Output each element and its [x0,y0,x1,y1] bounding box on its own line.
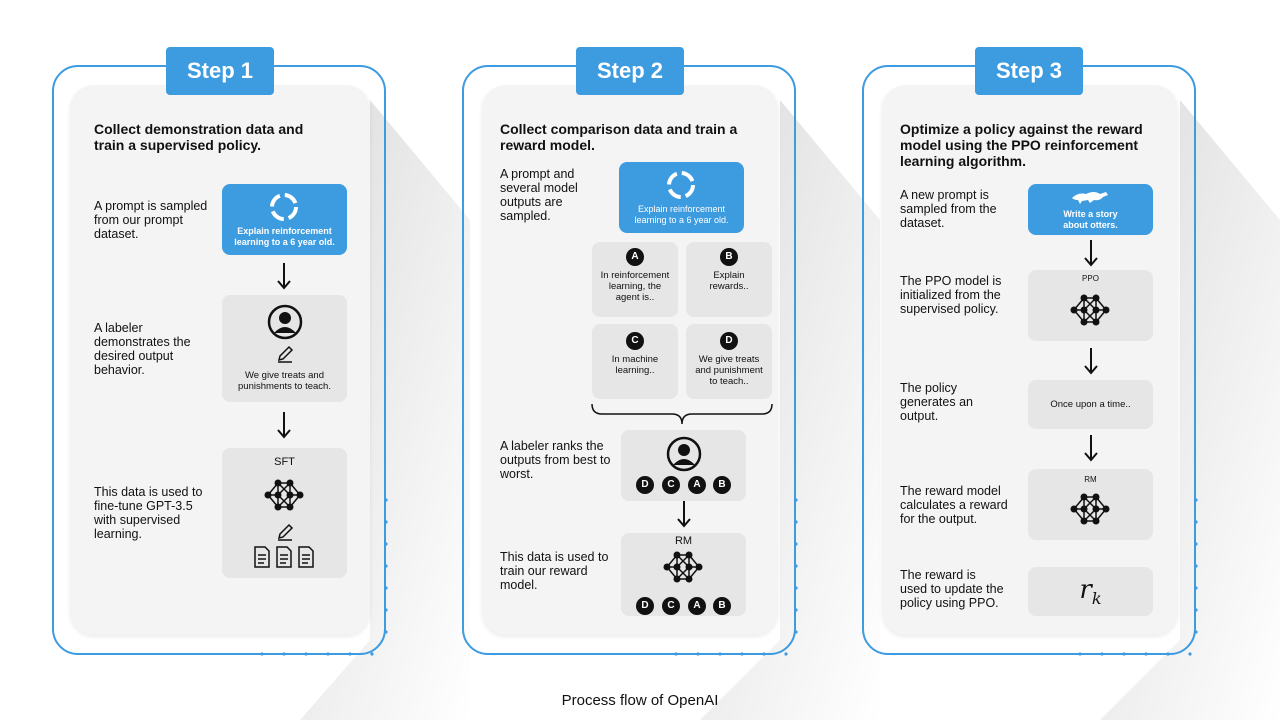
output-box-b: B Explain rewards.. [686,242,772,317]
arrow-down-icon [1084,348,1098,375]
neural-network-icon [1070,493,1110,525]
neural-network-icon [1070,294,1110,326]
reward-k: k [1091,589,1102,609]
step3-row2-desc: The PPO model is initialized from the su… [900,274,1002,316]
rm-label: RM [1084,475,1097,484]
step2-prompt-box: Explain reinforcement learning to a 6 ye… [619,162,744,233]
step2-tab: Step 2 [576,47,684,95]
badge-b: B [720,248,738,266]
rank-badge-2: C [662,476,680,494]
documents-icon [254,546,314,568]
step3-tab: Step 3 [975,47,1083,95]
arrow-down-icon [1084,240,1098,267]
arrow-down-icon [1084,435,1098,462]
step3-card [882,85,1178,635]
neural-network-icon [663,551,703,583]
person-icon [666,436,702,472]
step2-rank-box: D C A B [621,430,746,501]
output-b-text: Explain rewards.. [709,270,749,292]
badge-d: D [720,332,738,350]
rm-badge-2: C [662,597,680,615]
figure-caption: Process flow of OpenAI [561,692,719,709]
ppo-label: PPO [1082,274,1099,283]
step1-row1-desc: A prompt is sampled from our prompt data… [94,199,208,241]
step3-output-box: Once upon a time.. [1028,380,1153,429]
step2-row3-desc: This data is used to train our reward mo… [500,550,609,592]
step3-prompt-box: Write a story about otters. [1028,184,1153,235]
output-box-a: A In reinforcement learning, the agent i… [592,242,678,317]
neural-network-icon [264,479,304,511]
otter-icon [1072,192,1108,204]
badge-a: A [626,248,644,266]
step3-ppo-box: PPO [1028,270,1153,341]
step1-row3-desc: This data is used to fine-tune GPT-3.5 w… [94,485,203,541]
cycle-icon [270,193,298,221]
rm-badge-3: A [688,597,706,615]
rank-badge-4: B [713,476,731,494]
step3-output-text: Once upon a time.. [1050,399,1131,410]
step3-heading: Optimize a policy against the reward mod… [900,121,1143,169]
rank-badge-3: A [688,476,706,494]
step1-demo-box: We give treats and punishments to teach. [222,295,347,402]
step1-sft-box: SFT [222,448,347,578]
step1-prompt-text: Explain reinforcement learning to a 6 ye… [234,226,335,247]
pencil-icon [277,345,294,363]
step3-reward-box: rk [1028,567,1153,616]
cycle-icon [667,171,695,199]
output-box-d: D We give treats and punishment to teach… [686,324,772,399]
pencil-icon [277,523,294,541]
step1-tab: Step 1 [166,47,274,95]
arrow-down-icon [677,501,691,528]
output-a-text: In reinforcement learning, the agent is.… [600,270,670,303]
step3-prompt-text: Write a story about otters. [1063,209,1118,230]
step1-prompt-box: Explain reinforcement learning to a 6 ye… [222,184,347,255]
arrow-down-icon [277,412,291,439]
step2-prompt-text: Explain reinforcement learning to a 6 ye… [634,204,729,225]
curly-brace-icon [591,403,773,425]
step3-rm-box: RM [1028,469,1153,540]
reward-symbol: rk [1028,575,1153,608]
step3-row5-desc: The reward is used to update the policy … [900,568,1004,610]
arrow-down-icon [277,263,291,290]
step2-row1-desc: A prompt and several model outputs are s… [500,167,578,223]
step1-row2-desc: A labeler demonstrates the desired outpu… [94,321,191,377]
step1-demo-text: We give treats and punishments to teach. [238,370,331,392]
step2-rm-box: RM D C A B [621,533,746,616]
step3-row3-desc: The policy generates an output. [900,381,973,423]
step1-heading: Collect demonstration data and train a s… [94,121,304,153]
step3-row4-desc: The reward model calculates a reward for… [900,484,1008,526]
rm-badge-1: D [636,597,654,615]
badge-c: C [626,332,644,350]
output-d-text: We give treats and punishment to teach.. [695,354,763,387]
step2-heading: Collect comparison data and train a rewa… [500,121,738,153]
output-box-c: C In machine learning.. [592,324,678,399]
step3-row1-desc: A new prompt is sampled from the dataset… [900,188,997,230]
sft-label: SFT [274,456,295,468]
rank-badge-1: D [636,476,654,494]
output-c-text: In machine learning.. [611,354,659,376]
rm-label: RM [674,535,693,547]
rm-badge-4: B [713,597,731,615]
reward-r: r [1079,575,1092,605]
step2-row2-desc: A labeler ranks the outputs from best to… [500,439,611,481]
person-icon [267,304,303,340]
